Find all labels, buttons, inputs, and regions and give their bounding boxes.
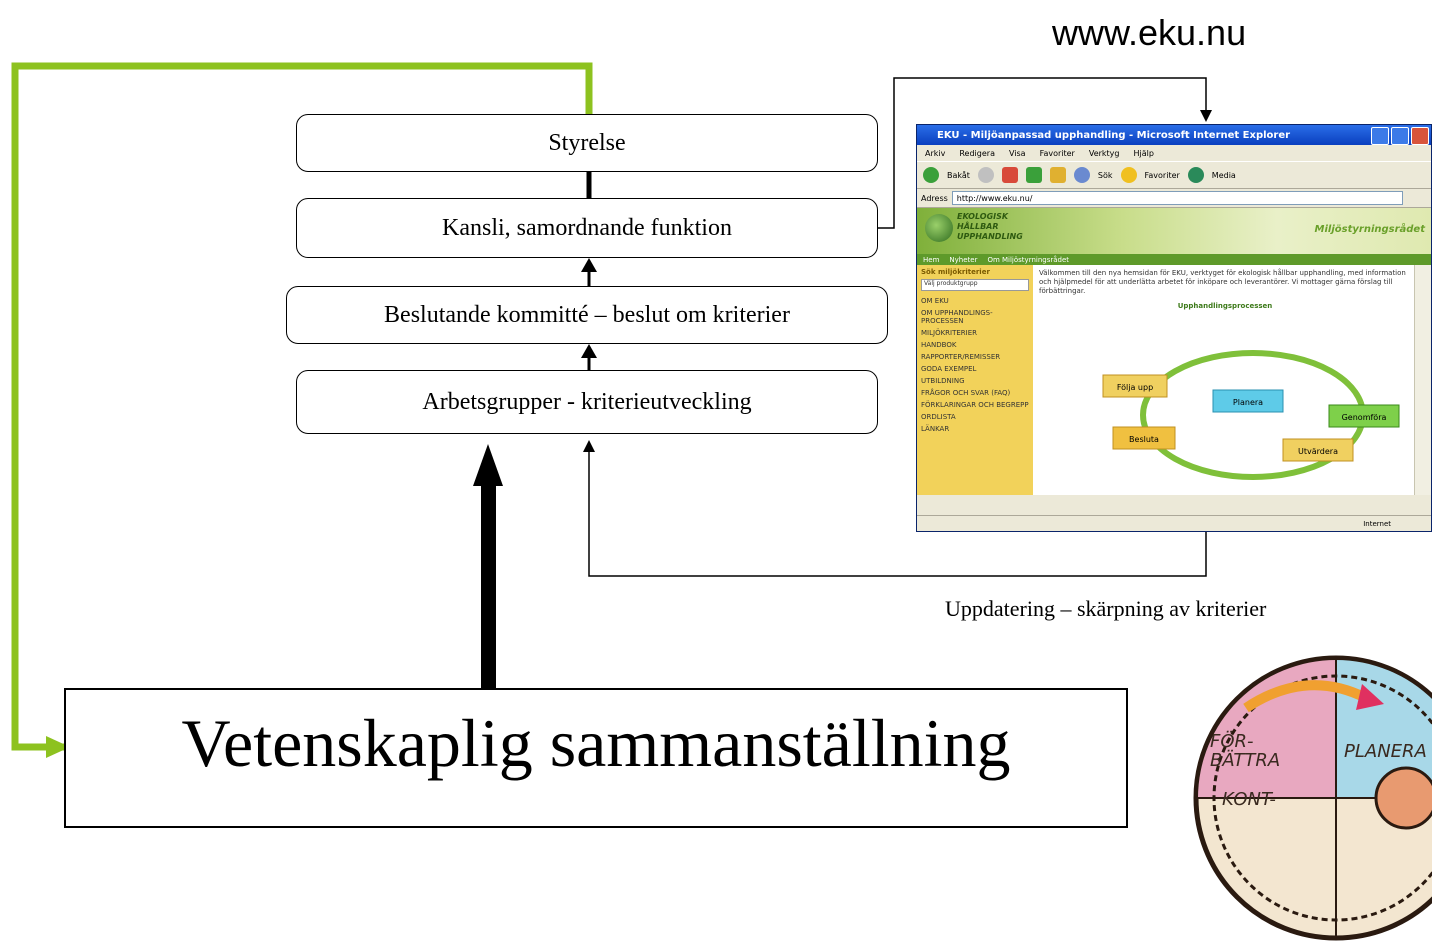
connector-lines: [11, 62, 1212, 758]
cycle-step-label: Genomföra: [1342, 413, 1387, 422]
toolbar-search-label: Sök: [1097, 170, 1113, 180]
forward-icon: [977, 167, 994, 183]
ie-titlebar: EKU - Miljöanpassad upphandling - Micros…: [917, 125, 1431, 145]
update-caption: Uppdatering – skärpning av kriterier: [945, 596, 1267, 621]
eku-nav-item: Hem: [923, 256, 940, 264]
science-arrow-head: [473, 444, 503, 486]
status-zone: Internet: [1363, 519, 1391, 528]
sidebar-title: Sök miljökriterier: [921, 268, 990, 276]
address-field: http://www.eku.nu/: [951, 191, 1403, 205]
ie-scrollbar: [1414, 265, 1431, 495]
cycle-step-label: Besluta: [1129, 435, 1159, 444]
home-icon: [1049, 167, 1066, 183]
procurement-cycle: Följa upp Planera Genomföra Utvärdera Be…: [1102, 350, 1400, 480]
sidebar-item: Handbok: [921, 341, 957, 349]
eku-brand-right: Miljöstyrningsrådet: [1314, 224, 1425, 235]
feedback-arrow: [11, 62, 593, 751]
box-arbetsgrupper: Arbetsgrupper - kriterieutveckling: [296, 370, 878, 434]
sidebar-item: Utbildning: [921, 377, 965, 385]
back-icon: [923, 167, 939, 183]
search-icon: [1073, 167, 1090, 183]
stop-icon: [1001, 167, 1018, 183]
sidebar-item: Länkar: [921, 425, 950, 433]
menu-item: Favoriter: [1039, 148, 1075, 158]
ie-toolbar: Bakåt Sök Favoriter Media: [917, 161, 1431, 189]
cycle-step-label: Följa upp: [1117, 383, 1153, 392]
media-icon: [1187, 167, 1204, 183]
window-buttons: [1371, 127, 1429, 145]
box-vetenskaplig: Vetenskaplig sammanställning: [64, 688, 1128, 828]
menu-item: Arkiv: [925, 148, 946, 158]
website-url: www.eku.nu: [1052, 12, 1247, 53]
sidebar-item: Miljökriterier: [921, 329, 978, 337]
toolbar-media-label: Media: [1211, 170, 1236, 180]
toolbar-favorites-label: Favoriter: [1144, 170, 1180, 180]
kansli-website-link: [878, 77, 1207, 229]
eku-navbar: Hem Nyheter Om Miljöstyrningsrådet: [917, 254, 1431, 266]
refresh-icon: [1025, 167, 1042, 183]
maximize-icon: [1391, 127, 1409, 145]
ie-title: EKU - Miljöanpassad upphandling - Micros…: [937, 129, 1291, 141]
ie-statusbar: Internet: [917, 515, 1431, 531]
sidebar-item: Förklaringar och begrepp: [921, 401, 1029, 409]
cycle-step-label: Planera: [1233, 398, 1263, 407]
eku-page-body: Sök miljökriterier Välj produktgrupp Om …: [917, 265, 1417, 495]
wheel-label-planera: PLANERA: [1344, 741, 1427, 762]
toolbar-back-label: Bakåt: [947, 170, 970, 180]
globe-logo-icon: [925, 214, 953, 242]
close-icon: [1411, 127, 1429, 145]
menu-item: Visa: [1008, 148, 1026, 158]
eku-intro: Välkommen till den nya hemsidan för EKU,…: [1039, 269, 1406, 295]
kansli-website-arrowhead: [1200, 110, 1212, 122]
sidebar-item: Om upphandlings-processen: [921, 309, 993, 325]
update-arrowhead: [583, 440, 595, 452]
favorites-icon: [1120, 167, 1137, 183]
sidebar-item: Frågor och svar (FAQ): [921, 389, 1011, 397]
sidebar-item: Goda exempel: [921, 365, 977, 373]
minimize-icon: [1371, 127, 1389, 145]
box-kansli: Kansli, samordnande funktion: [296, 198, 878, 258]
menu-item: Redigera: [959, 148, 995, 158]
eku-nav-item: Nyheter: [949, 256, 978, 264]
feedback-arrowhead: [46, 736, 70, 758]
ie-addressbar: Adress http://www.eku.nu/: [917, 189, 1431, 208]
beslutande-kansli-arrow: [581, 258, 597, 272]
cycle-step-label: Utvärdera: [1298, 447, 1338, 456]
menu-item: Hjälp: [1133, 148, 1154, 158]
science-arrow-shaft: [481, 484, 496, 690]
eku-main: Välkommen till den nya hemsidan för EKU,…: [1033, 265, 1417, 495]
eku-sidebar: Sök miljökriterier Välj produktgrupp Om …: [917, 265, 1033, 495]
sidebar-select: Välj produktgrupp: [921, 279, 1029, 291]
eku-brand: EKOLOGISK HÅLLBAR UPPHANDLING: [957, 212, 1023, 241]
address-label: Adress: [921, 193, 948, 203]
box-styrelse: Styrelse: [296, 114, 878, 172]
wheel-label-kont: KONT-: [1222, 789, 1276, 810]
menu-item: Verktyg: [1088, 148, 1120, 158]
sidebar-item: Rapporter/Remisser: [921, 353, 1001, 361]
box-beslutande: Beslutande kommitté – beslut om kriterie…: [286, 286, 888, 344]
arbetsgrupper-beslutande-arrow: [581, 344, 597, 358]
cycle-title: Upphandlingsprocessen: [1177, 302, 1273, 310]
sidebar-item: Ordlista: [921, 413, 956, 421]
update-link: [588, 452, 1207, 577]
wheel-label-forbattra: FÖR- BÄTTRA: [1210, 731, 1281, 771]
eku-nav-item: Om Miljöstyrningsrådet: [987, 256, 1070, 264]
sidebar-item: Om EKU: [921, 297, 949, 305]
eku-banner: EKOLOGISK HÅLLBAR UPPHANDLING Miljöstyrn…: [917, 208, 1431, 254]
ie-menubar: Arkiv Redigera Visa Favoriter Verktyg Hj…: [917, 145, 1431, 161]
website-screenshot: EKU - Miljöanpassad upphandling - Micros…: [916, 124, 1432, 532]
